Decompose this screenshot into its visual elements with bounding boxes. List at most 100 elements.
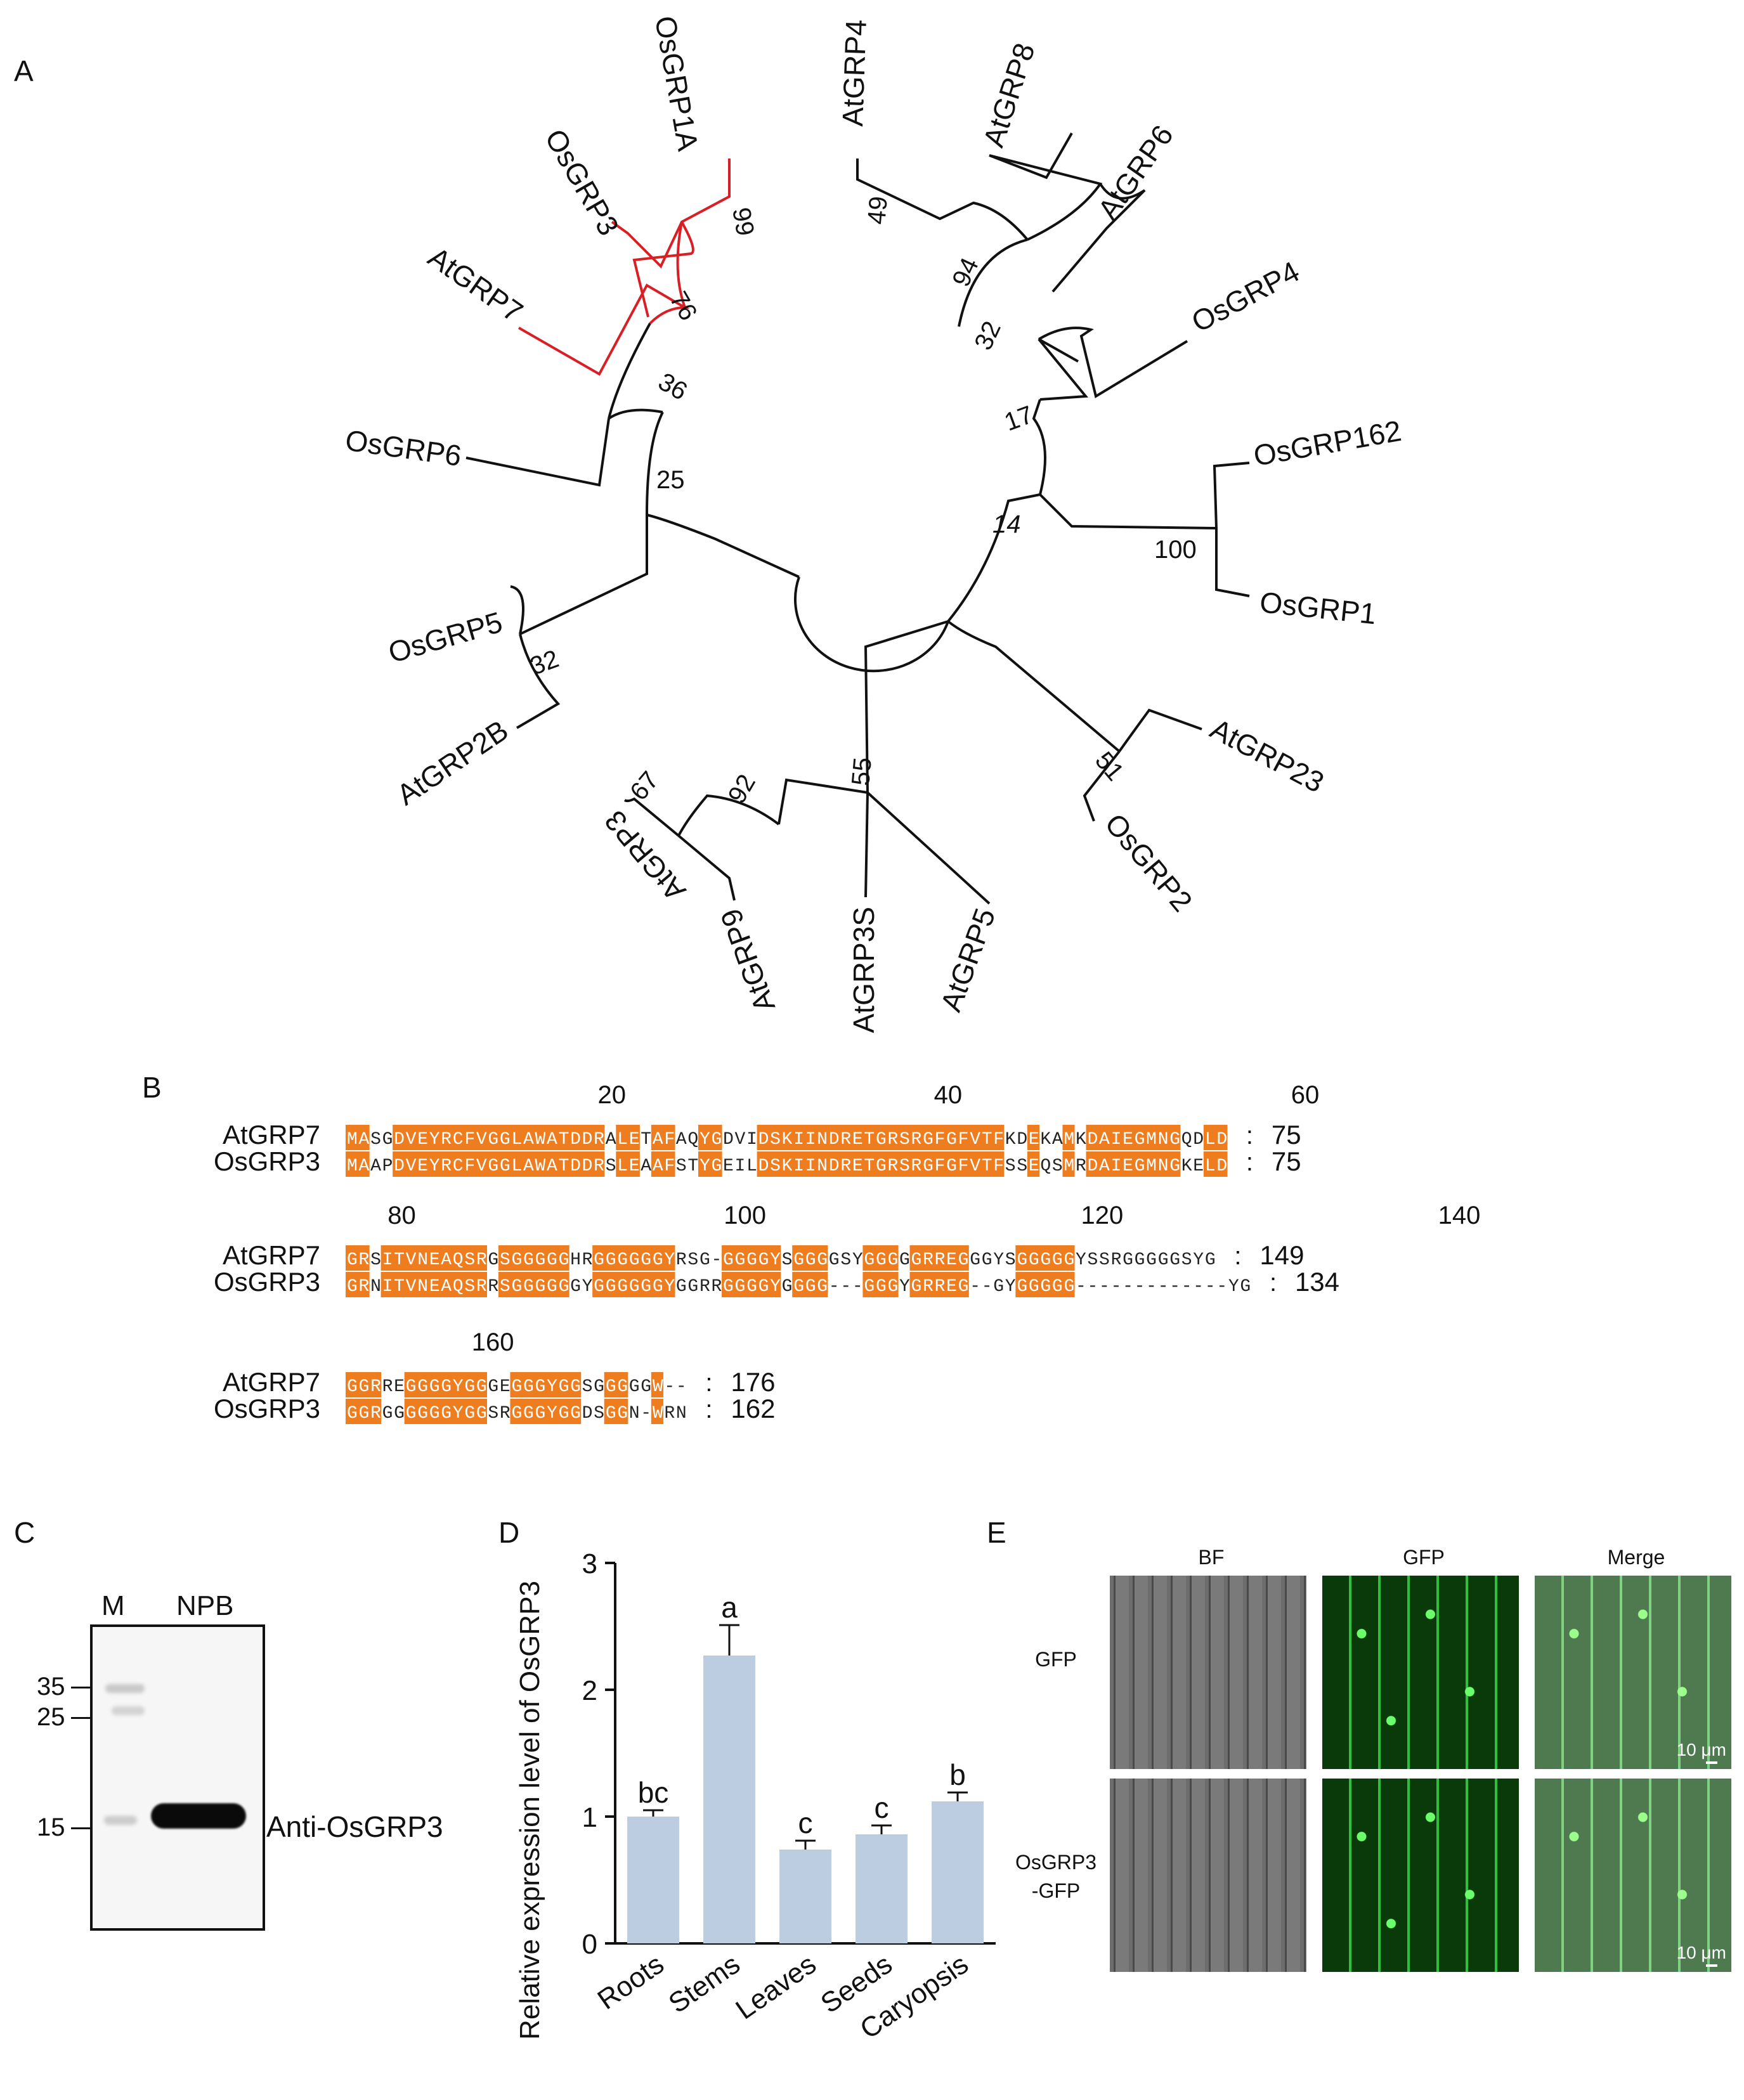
- panel-label-b: B: [142, 1071, 162, 1104]
- residue: G: [594, 1277, 604, 1297]
- conserved-residue-box: [357, 1272, 370, 1297]
- conserved-residue-box: [886, 1125, 899, 1150]
- residue: Y: [582, 1277, 593, 1297]
- residue: G: [876, 1157, 887, 1176]
- residue: D: [582, 1404, 593, 1423]
- residue: S: [606, 1157, 616, 1176]
- residue: G: [347, 1404, 358, 1423]
- conserved-residue-box: [592, 1151, 605, 1177]
- residue: V: [476, 1157, 487, 1176]
- residue: G: [911, 1277, 922, 1297]
- residue: G: [394, 1404, 405, 1423]
- residue: G: [641, 1250, 651, 1270]
- microscopy-column-label: BF: [1198, 1546, 1225, 1569]
- residue: G: [500, 1157, 511, 1176]
- residue: P: [382, 1157, 393, 1176]
- residue: G: [723, 1250, 734, 1270]
- residue: G: [511, 1404, 522, 1423]
- conserved-residue-box: [639, 1272, 652, 1297]
- residue: G: [535, 1377, 546, 1397]
- conserved-residue-box: [627, 1272, 640, 1297]
- residue: G: [982, 1250, 992, 1270]
- conserved-residue-box: [592, 1125, 605, 1150]
- conserved-residue-box: [956, 1245, 969, 1271]
- panel-label-d: D: [498, 1516, 520, 1549]
- conserved-residue-box: [769, 1272, 781, 1297]
- bootstrap-value: 100: [1154, 536, 1197, 564]
- bright-field-image: [1110, 1779, 1306, 1972]
- bootstrap-value: 76: [664, 287, 702, 326]
- residue: I: [1111, 1130, 1122, 1150]
- residue: G: [899, 1250, 910, 1270]
- conserved-residue-box: [769, 1245, 781, 1271]
- conserved-residue-box: [1215, 1125, 1228, 1150]
- significance-label: c: [875, 1791, 889, 1824]
- conserved-residue-box: [909, 1125, 922, 1150]
- residue: Q: [453, 1250, 464, 1270]
- conserved-residue-box: [1121, 1125, 1134, 1150]
- conserved-residue-box: [1062, 1151, 1075, 1177]
- residue: K: [782, 1157, 793, 1176]
- panel-label-a: A: [14, 55, 34, 88]
- conserved-residue-box: [804, 1125, 816, 1150]
- residue: T: [864, 1130, 875, 1150]
- residue: G: [1052, 1277, 1063, 1297]
- residue: R: [923, 1250, 934, 1270]
- residue: G: [464, 1377, 475, 1397]
- conserved-residue-box: [1062, 1245, 1075, 1271]
- residue: F: [935, 1130, 946, 1150]
- residue: Y: [899, 1277, 910, 1297]
- residue: G: [782, 1277, 793, 1297]
- sequence-name: OsGRP3: [214, 1267, 320, 1297]
- residue: T: [982, 1157, 992, 1176]
- sequence-end-position: 134: [1295, 1267, 1339, 1297]
- residue: M: [1146, 1157, 1157, 1176]
- conserved-residue-box: [839, 1125, 852, 1150]
- x-tick-label: Leaves: [730, 1948, 821, 2026]
- conserved-residue-box: [393, 1151, 405, 1177]
- conserved-residue-box: [416, 1245, 429, 1271]
- conserved-residue-box: [745, 1272, 758, 1297]
- conserved-residue-box: [404, 1245, 417, 1271]
- tree-leaf-label: AtGRP2B: [391, 713, 514, 812]
- conserved-residue-box: [827, 1151, 840, 1177]
- conserved-residue-box: [557, 1272, 569, 1297]
- residue: -: [1099, 1277, 1110, 1297]
- residue: I: [746, 1130, 757, 1150]
- residue: N: [817, 1157, 828, 1176]
- conserved-residue-box: [545, 1151, 558, 1177]
- residue: G: [441, 1404, 452, 1423]
- sequence-end-position: 75: [1272, 1146, 1301, 1176]
- conserved-residue-box: [498, 1151, 511, 1177]
- residue: I: [382, 1277, 393, 1297]
- conserved-residue-box: [1156, 1125, 1169, 1150]
- residue: Y: [547, 1377, 557, 1397]
- conserved-residue-box: [1203, 1125, 1216, 1150]
- conserved-residue-box: [416, 1151, 429, 1177]
- bar: [627, 1817, 679, 1943]
- tree-leaf-label: OsGRP162: [1251, 414, 1404, 472]
- residue: Y: [429, 1157, 440, 1176]
- residue: R: [935, 1277, 946, 1297]
- conserved-residue-box: [1015, 1272, 1028, 1297]
- conserved-residue-box: [463, 1272, 476, 1297]
- residue: -: [1135, 1277, 1145, 1297]
- residue: R: [1076, 1157, 1086, 1176]
- gfp-image: [1322, 1779, 1519, 1972]
- significance-label: c: [798, 1806, 813, 1839]
- conserved-residue-box: [980, 1125, 992, 1150]
- residue: R: [887, 1130, 898, 1150]
- tree-leaf-label: AtGRP23: [1205, 712, 1329, 799]
- residue: S: [488, 1404, 498, 1423]
- residue: G: [523, 1377, 534, 1397]
- sequence-end-position: 162: [731, 1394, 775, 1423]
- residue: Q: [687, 1130, 698, 1150]
- residue: M: [1064, 1130, 1074, 1150]
- residue: D: [394, 1130, 405, 1150]
- residue: S: [1099, 1250, 1110, 1270]
- residue: L: [1205, 1130, 1216, 1150]
- residue: S: [899, 1130, 910, 1150]
- residue: G: [382, 1130, 393, 1150]
- conserved-residue-box: [557, 1151, 569, 1177]
